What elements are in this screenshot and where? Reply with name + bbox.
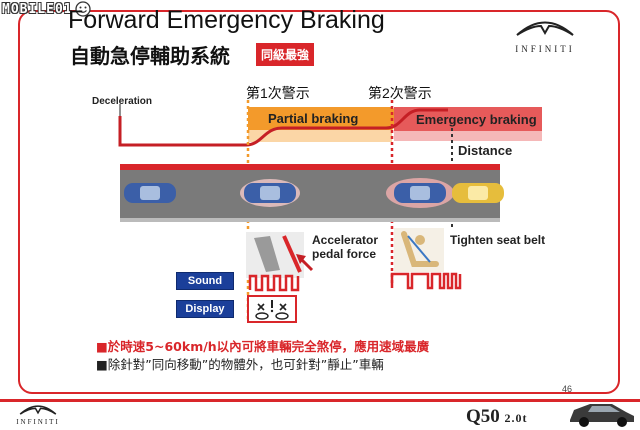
car-1 <box>124 183 176 203</box>
watermark: MOBILE01 <box>2 1 91 17</box>
infiniti-emblem-icon <box>19 405 57 415</box>
collision-warning-icon <box>247 295 297 323</box>
bullet-speed-range: ■於時速5~60km/h以內可將車輛完全煞停，應用速域最廣 <box>96 339 430 354</box>
display-button[interactable]: Display <box>176 300 234 318</box>
model-label: Q50 <box>466 406 500 427</box>
title-badge: 同級最強 <box>256 43 315 66</box>
car-2 <box>240 179 300 207</box>
bullet-static-objects: ■除針對”同向移動”的物體外，也可針對”靜止”車輛 <box>96 357 384 372</box>
emergency-braking-label: Emergency braking <box>416 112 537 127</box>
title-english: Forward Emergency Braking <box>68 6 385 34</box>
watermark-text: MOBILE01 <box>2 1 73 17</box>
road-bottom-stripe <box>120 218 500 222</box>
car-photo <box>570 404 634 427</box>
partial-braking-fade <box>248 130 392 142</box>
partial-braking-label: Partial braking <box>268 111 359 126</box>
footer-divider <box>0 399 640 402</box>
page-number: 46 <box>562 384 573 394</box>
warning-1-label: 第1次警示 <box>246 85 310 101</box>
pedal-force-arrowhead <box>296 254 306 264</box>
car-3 <box>386 178 454 208</box>
engine-label: 2.0t <box>504 411 528 425</box>
sound-pulse-1 <box>248 274 300 292</box>
accelerator-label: Accelerator <box>312 233 379 247</box>
slide-frame <box>18 10 620 394</box>
infiniti-wordmark-bottom: INFINITI <box>16 418 60 426</box>
deceleration-curve <box>118 108 448 147</box>
title-chinese: 自動急停輔助系統 <box>70 44 230 68</box>
emergency-braking-fade <box>394 131 542 141</box>
sound-button[interactable]: Sound <box>176 272 234 290</box>
partial-braking-band <box>248 107 404 130</box>
deceleration-axis-label: Deceleration <box>92 96 153 107</box>
sound-pulse-2 <box>390 272 462 290</box>
seatbelt-label: Tighten seat belt <box>450 233 546 247</box>
infiniti-logo-top: INFINITI <box>514 16 576 54</box>
model-name: Q50 2.0t <box>466 406 528 428</box>
seat-illustration <box>394 228 444 272</box>
smiley-icon <box>74 1 91 17</box>
road-top-stripe <box>120 164 500 170</box>
car-lead <box>452 183 504 203</box>
pedal-force-label: pedal force <box>312 247 377 261</box>
infiniti-emblem-icon <box>516 21 574 36</box>
warning-2-label: 第2次警示 <box>368 85 432 101</box>
pedal-illustration <box>246 232 304 278</box>
infiniti-wordmark: INFINITI <box>515 44 575 54</box>
distance-label: Distance <box>458 143 513 158</box>
infiniti-logo-bottom: INFINITI <box>8 402 68 426</box>
